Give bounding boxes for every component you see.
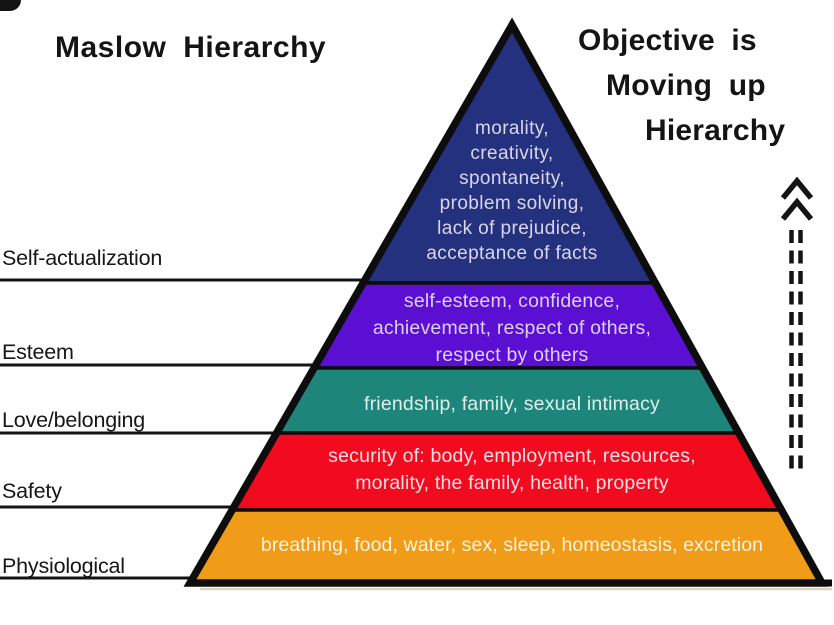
- level-text-line: lack of prejudice,: [437, 218, 587, 239]
- level-text-love-belonging: friendship, family, sexual intimacy: [287, 393, 737, 416]
- level-text-line: morality, the family, health, property: [355, 472, 669, 494]
- level-text-line: acceptance of facts: [426, 243, 598, 264]
- level-text-line: breathing, food, water, sex, sleep, home…: [260, 534, 764, 556]
- level-text-line: self-esteem, confidence,: [403, 290, 621, 312]
- chevron-up-icon: [780, 176, 814, 200]
- level-text-line: achievement, respect of others,: [372, 317, 652, 339]
- side-label-love-belonging: Love/belonging: [2, 408, 146, 432]
- level-text-line: morality,: [475, 118, 549, 139]
- level-text-safety: security of: body, employment, resources…: [237, 443, 787, 497]
- objective-title-line2: Moving up: [606, 69, 766, 102]
- level-text-line: problem solving,: [439, 193, 585, 214]
- level-text-line: creativity,: [470, 143, 554, 164]
- level-text-line: security of: body, employment, resources…: [328, 445, 696, 467]
- up-arrow-icon: [780, 176, 814, 470]
- level-text-esteem: self-esteem, confidence, achievement, re…: [317, 288, 707, 369]
- corner-artifact: [0, 0, 21, 11]
- level-text-line: respect by others: [435, 344, 589, 366]
- level-text-line: friendship, family, sexual intimacy: [364, 393, 660, 415]
- side-label-esteem: Esteem: [2, 340, 74, 364]
- objective-title-line3: Hierarchy: [645, 114, 786, 147]
- chevron-up-icon: [780, 197, 814, 221]
- level-text-physiological: breathing, food, water, sex, sleep, home…: [202, 534, 822, 557]
- side-label-safety: Safety: [2, 479, 62, 503]
- level-text-self-actualization: morality, creativity, spontaneity, probl…: [372, 116, 652, 266]
- level-text-line: spontaneity,: [459, 168, 565, 189]
- objective-title-line1: Objective is: [578, 24, 757, 57]
- side-label-self-actualization: Self-actualization: [2, 246, 163, 270]
- pyramid-outline: [183, 17, 829, 587]
- side-label-physiological: Physiological: [2, 554, 125, 578]
- diagram-title: Maslow Hierarchy: [55, 31, 327, 64]
